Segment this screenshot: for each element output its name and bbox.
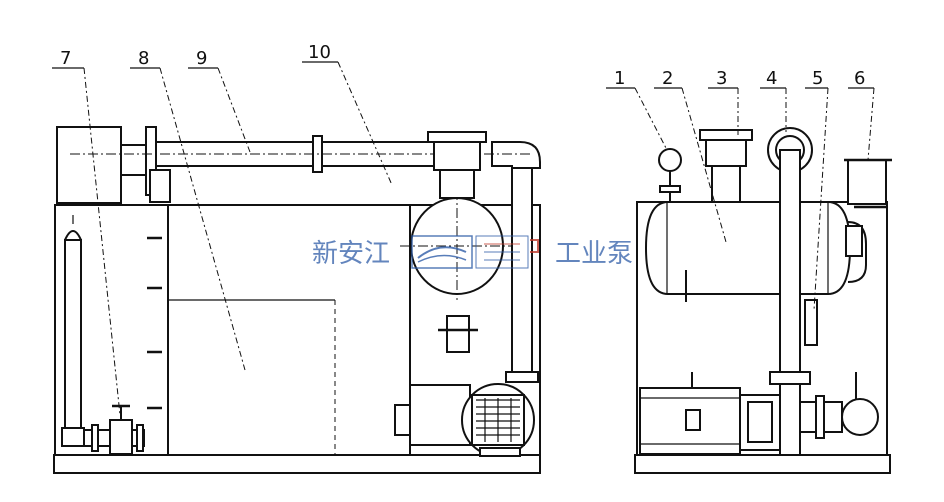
callout-3: 3: [716, 68, 727, 89]
front-base-plate: [53, 454, 541, 474]
water-tank: [54, 204, 411, 456]
side-base-plate: [634, 454, 891, 474]
callout-1: 1: [614, 68, 625, 89]
side-top-valve: [705, 137, 747, 167]
callout-5: 5: [812, 68, 823, 89]
watermark: 新安江 工业泵: [312, 235, 633, 269]
callout-labels: 7 8 9 10 1 2 3 4 5 6: [60, 42, 865, 89]
callout-4: 4: [766, 68, 777, 89]
horizontal-vessel: [644, 201, 852, 295]
callout-7: 7: [60, 48, 71, 69]
front-pump-casing: [409, 384, 471, 446]
callout-2: 2: [662, 68, 673, 89]
side-right-valve: [847, 159, 887, 205]
side-view: [634, 127, 892, 474]
watermark-right-text: 工业泵: [555, 239, 633, 269]
callout-9: 9: [196, 48, 207, 69]
callout-8: 8: [138, 48, 149, 69]
watermark-logo: [411, 235, 539, 269]
return-pipe: [511, 167, 533, 379]
level-gauge: [64, 239, 82, 431]
callout-6: 6: [854, 68, 865, 89]
side-motor: [639, 387, 741, 455]
inlet-box: [56, 126, 122, 204]
pressure-gauge: [658, 148, 682, 172]
drain-valve: [109, 419, 133, 455]
callout-10: 10: [308, 42, 331, 63]
callout-leaders: [52, 61, 875, 416]
side-vertical-pipe: [779, 149, 801, 456]
front-view: [53, 126, 541, 474]
watermark-left-text: 新安江: [312, 239, 390, 269]
